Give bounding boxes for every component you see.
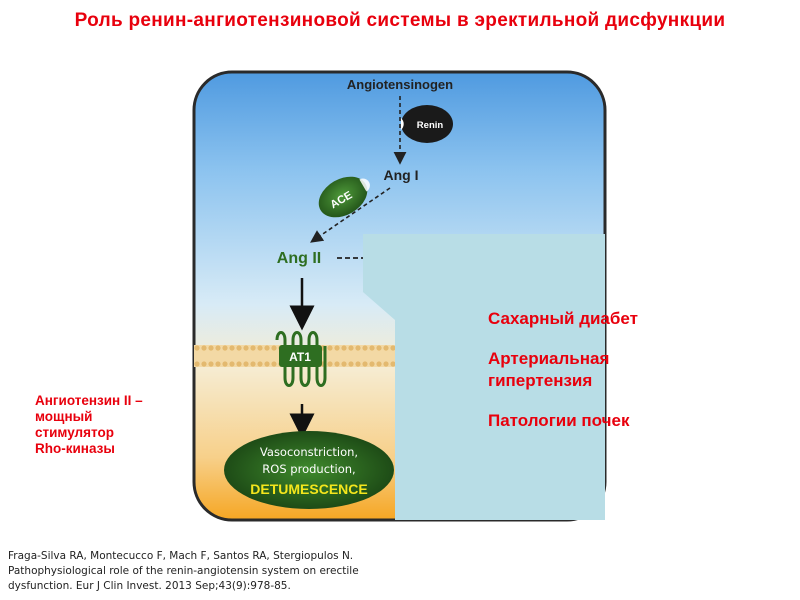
- membrane-lipid: [327, 345, 333, 351]
- membrane-lipid: [229, 361, 235, 367]
- membrane-lipid: [215, 361, 221, 367]
- membrane-lipid: [215, 345, 221, 351]
- membrane-lipid: [355, 361, 361, 367]
- membrane-lipid: [348, 361, 354, 367]
- side-note-line3: стимулятор: [35, 425, 114, 440]
- arrow-ang1-to-ang2: [310, 187, 391, 243]
- membrane-lipid: [250, 361, 256, 367]
- side-note: Ангиотензин II – мощный стимулятор Rho-к…: [35, 393, 195, 457]
- membrane-lipid: [376, 361, 382, 367]
- membrane-lipid: [348, 345, 354, 351]
- outcome-line2: ROS production,: [262, 462, 355, 476]
- membrane-lipid: [264, 345, 270, 351]
- membrane-lipid: [390, 345, 396, 351]
- membrane-lipid: [222, 345, 228, 351]
- membrane-lipid: [334, 361, 340, 367]
- condition-hypertension-line2: гипертензия: [488, 371, 593, 390]
- reference-line1: Fraga-Silva RA, Montecucco F, Mach F, Sa…: [8, 550, 354, 562]
- condition-item: Патологии почек: [488, 410, 688, 432]
- membrane-lipid: [243, 345, 249, 351]
- membrane-lipid: [383, 345, 389, 351]
- membrane-lipid: [236, 361, 242, 367]
- membrane-lipid: [208, 345, 214, 351]
- membrane-lipid: [341, 345, 347, 351]
- membrane-lipid: [250, 345, 256, 351]
- membrane-lipid: [236, 345, 242, 351]
- membrane-lipid: [355, 345, 361, 351]
- membrane-lipid: [222, 361, 228, 367]
- membrane-lipid: [362, 345, 368, 351]
- membrane-lipid: [201, 361, 207, 367]
- conditions-list: Сахарный диабет Артериальная гипертензия…: [488, 308, 688, 450]
- outcome-ellipse: Vasoconstriction, ROS production, DETUME…: [224, 431, 394, 509]
- outcome-line3: DETUMESCENCE: [250, 481, 367, 497]
- membrane-lipid: [264, 361, 270, 367]
- overlay-panel: [363, 234, 605, 520]
- membrane-lipid: [257, 361, 263, 367]
- reference-line2: Pathophysiological role of the renin-ang…: [8, 565, 359, 577]
- membrane-lipid: [369, 345, 375, 351]
- side-note-line2: мощный: [35, 409, 93, 424]
- condition-kidney: Патологии почек: [488, 411, 630, 430]
- outcome-line1: Vasoconstriction,: [260, 445, 358, 459]
- at1-label: AT1: [289, 350, 311, 364]
- condition-hypertension-line1: Артериальная: [488, 349, 610, 368]
- reference-citation: Fraga-Silva RA, Montecucco F, Mach F, Sa…: [8, 549, 359, 594]
- membrane-lipid: [194, 361, 200, 367]
- membrane-lipid: [229, 345, 235, 351]
- condition-item: Сахарный диабет: [488, 308, 688, 330]
- membrane-lipid: [257, 345, 263, 351]
- ang2-label: Ang II: [277, 250, 321, 267]
- membrane-lipid: [327, 361, 333, 367]
- membrane-lipid: [271, 361, 277, 367]
- membrane-lipid: [362, 361, 368, 367]
- ace-enzyme: ACE: [318, 176, 370, 218]
- angiotensinogen-label: Angiotensinogen: [347, 77, 453, 92]
- at1-receptor: AT1: [275, 331, 327, 387]
- side-note-line4: Rho-киназы: [35, 441, 115, 456]
- membrane-lipid: [243, 361, 249, 367]
- membrane-lipid: [208, 361, 214, 367]
- membrane-lipid: [383, 361, 389, 367]
- renin-enzyme: Renin: [401, 105, 453, 143]
- condition-item: Артериальная гипертензия: [488, 348, 688, 392]
- membrane-lipid: [341, 361, 347, 367]
- side-note-line1: Ангиотензин II –: [35, 393, 143, 408]
- membrane-lipid: [376, 345, 382, 351]
- reference-line3: dysfunction. Eur J Clin Invest. 2013 Sep…: [8, 580, 291, 592]
- condition-diabetes: Сахарный диабет: [488, 309, 638, 328]
- membrane-lipid: [369, 361, 375, 367]
- membrane-lipid: [334, 345, 340, 351]
- ang1-label: Ang I: [384, 167, 419, 183]
- slide-title: Роль ренин-ангиотензиновой системы в эре…: [74, 10, 726, 31]
- membrane-lipid: [194, 345, 200, 351]
- membrane-lipid: [390, 361, 396, 367]
- membrane-lipid: [271, 345, 277, 351]
- renin-label: Renin: [417, 120, 444, 131]
- membrane-lipid: [201, 345, 207, 351]
